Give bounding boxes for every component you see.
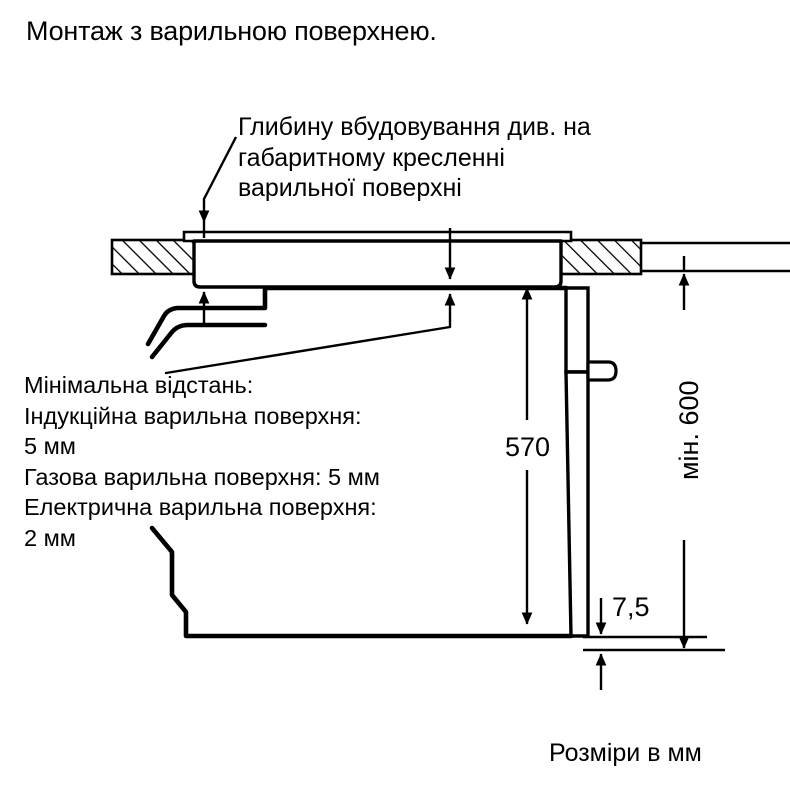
oven-body-outline bbox=[145, 285, 574, 639]
dimension-label-min-600: мін. 600 bbox=[674, 380, 704, 480]
leader-top-note bbox=[198, 136, 238, 223]
hob-cooktop-body bbox=[182, 230, 573, 289]
units-footer: Розміри в мм bbox=[549, 739, 702, 767]
top-annotation-text: Глибину вбудовування див. на габаритному… bbox=[238, 113, 591, 202]
page-title: Монтаж з варильною поверхнею. bbox=[26, 16, 437, 46]
dimension-7-5 bbox=[583, 598, 725, 690]
oven-front-panel bbox=[564, 286, 590, 638]
niche-rear-lines bbox=[641, 241, 790, 273]
dimension-label-7-5: 7,5 bbox=[612, 592, 650, 622]
minimum-distance-note: Мінімальна відстань: Індукційна варильна… bbox=[24, 372, 380, 551]
dimension-label-570: 570 bbox=[505, 432, 551, 462]
oven-door-handle bbox=[586, 360, 618, 382]
leader-left-note-thick bbox=[149, 322, 268, 360]
leader-left-note-thin bbox=[164, 325, 452, 375]
countertop-left-section bbox=[110, 238, 196, 276]
